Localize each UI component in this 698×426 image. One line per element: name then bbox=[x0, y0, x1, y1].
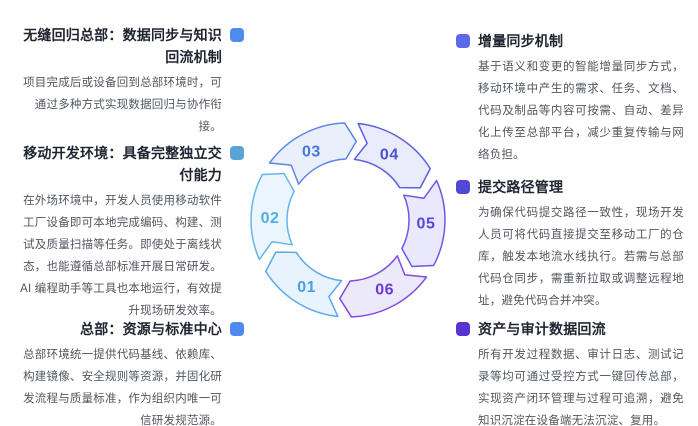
section-body: 为确保代码提交路径一致性，现场开发人员可将代码直接提交至移动工厂的仓库，触发本地… bbox=[478, 207, 684, 307]
section-title-row: 资产与审计数据回流 bbox=[456, 318, 684, 340]
section-data-return-mechanism: 无缝回归总部：数据同步与知识回流机制 项目完成后或设备回到总部环境时，可通过多种… bbox=[18, 24, 244, 138]
section-title-row: 无缝回归总部：数据同步与知识回流机制 bbox=[18, 24, 244, 68]
section-title-row: 移动开发环境：具备完整独立交付能力 bbox=[18, 142, 244, 186]
section-title: 无缝回归总部：数据同步与知识回流机制 bbox=[23, 27, 222, 65]
section-commit-path-management: 提交路径管理 为确保代码提交路径一致性，现场开发人员可将代码直接提交至移动工厂的… bbox=[456, 176, 684, 312]
cycle-segment-01 bbox=[264, 251, 343, 318]
section-body: 所有开发过程数据、审计日志、测试记录等均可通过受控方式一键回传总部，实现资产闭环… bbox=[478, 349, 684, 426]
cycle-segment-label-04: 04 bbox=[380, 146, 399, 163]
cycle-diagram: 01 02 03 04 05 06 bbox=[244, 116, 452, 324]
section-body: 基于语义和变更的智能增量同步方式，移动环境中产生的需求、任务、文档、代码及制品等… bbox=[478, 61, 684, 161]
cycle-segment-label-02: 02 bbox=[261, 210, 280, 227]
section-title: 总部：资源与标准中心 bbox=[80, 321, 222, 337]
cycle-diagram-svg: 01 02 03 04 05 06 bbox=[250, 122, 446, 318]
section-mobile-dev-environment: 移动开发环境：具备完整独立交付能力 在外场环境中，开发人员使用移动软件工厂设备即… bbox=[18, 142, 244, 322]
bullet-icon bbox=[230, 322, 244, 336]
section-title: 提交路径管理 bbox=[478, 179, 564, 195]
cycle-segment-06 bbox=[338, 255, 428, 318]
section-title-row: 增量同步机制 bbox=[456, 30, 684, 52]
cycle-segment-02 bbox=[250, 172, 295, 261]
bullet-icon bbox=[456, 180, 470, 194]
section-title: 移动开发环境：具备完整独立交付能力 bbox=[23, 145, 222, 183]
section-body: 项目完成后或设备回到总部环境时，可通过多种方式实现数据回归与协作衔接。 bbox=[23, 77, 222, 133]
bullet-icon bbox=[456, 34, 470, 48]
cycle-segment-04 bbox=[353, 122, 432, 189]
cycle-segment-label-01: 01 bbox=[297, 279, 316, 296]
section-body: 总部环境统一提供代码基线、依赖库、构建镜像、安全规则等资源，并固化研发流程与质量… bbox=[23, 349, 222, 426]
section-body: 在外场环境中，开发人员使用移动软件工厂设备即可本地完成编码、构建、测试及质量扫描… bbox=[20, 195, 222, 317]
cycle-segment-label-03: 03 bbox=[302, 144, 321, 161]
section-headquarters-resource-center: 总部：资源与标准中心 总部环境统一提供代码基线、依赖库、构建镜像、安全规则等资源… bbox=[18, 318, 244, 426]
section-title-row: 提交路径管理 bbox=[456, 176, 684, 198]
bullet-icon bbox=[456, 322, 470, 336]
cycle-segment-05 bbox=[401, 179, 446, 268]
section-title-row: 总部：资源与标准中心 bbox=[18, 318, 244, 340]
cycle-segment-label-05: 05 bbox=[417, 215, 436, 232]
section-incremental-sync: 增量同步机制 基于语义和变更的智能增量同步方式，移动环境中产生的需求、任务、文档… bbox=[456, 30, 684, 166]
cycle-segment-03 bbox=[268, 122, 358, 185]
cycle-segment-label-06: 06 bbox=[375, 281, 394, 298]
section-title: 资产与审计数据回流 bbox=[478, 321, 606, 337]
section-asset-audit-data-return: 资产与审计数据回流 所有开发过程数据、审计日志、测试记录等均可通过受控方式一键回… bbox=[456, 318, 684, 426]
section-title: 增量同步机制 bbox=[478, 33, 564, 49]
bullet-icon bbox=[230, 28, 244, 42]
bullet-icon bbox=[230, 146, 244, 160]
